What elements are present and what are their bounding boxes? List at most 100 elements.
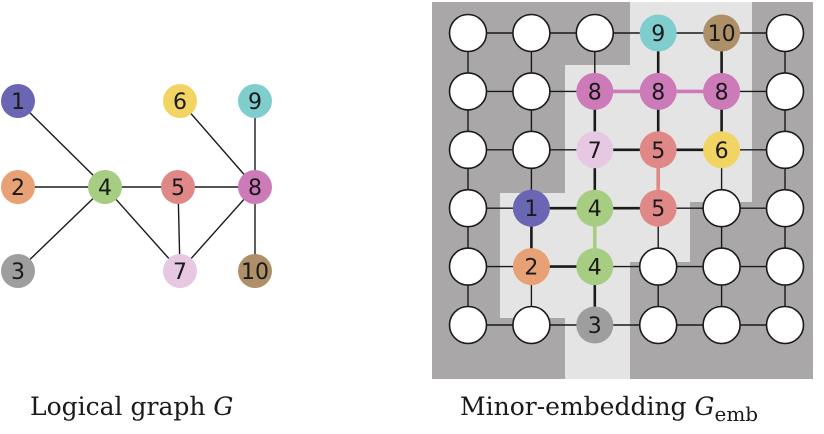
embedding-node-label: 2	[524, 256, 538, 281]
minor-embedding-graph: 9 10 8 8 8 7 5 6 1 4 5 2 4 3	[432, 2, 813, 379]
embedding-node-empty	[702, 247, 741, 286]
embedding-node-4: 4	[576, 189, 614, 227]
logical-edges	[17, 100, 256, 272]
embedding-node-circle	[765, 13, 805, 53]
embedding-node-circle	[448, 130, 488, 170]
embedding-node-circle	[448, 247, 488, 286]
logical-node-circle	[161, 170, 195, 204]
embedding-node-circle	[703, 14, 741, 52]
logical-node-circle	[238, 170, 272, 204]
embedding-node-label: 5	[651, 139, 665, 164]
embedding-node-empty	[512, 305, 551, 345]
logical-node-circle	[238, 254, 272, 288]
logical-node-circle	[163, 254, 197, 288]
embedding-node-2: 2	[512, 248, 550, 286]
embedding-node-6: 6	[703, 131, 741, 169]
embedding-node-8: 8	[703, 72, 741, 110]
logical-node-label: 4	[98, 176, 112, 201]
embedding-node-circle	[639, 14, 677, 52]
embedding-node-empty	[702, 305, 741, 345]
logical-edge-4-7	[104, 186, 181, 272]
logical-node-label: 8	[248, 176, 262, 201]
embedding-node-4: 4	[576, 248, 614, 286]
embedding-caption-text: Minor-embedding	[460, 392, 695, 421]
embedding-node-circle	[639, 189, 677, 227]
logical-node-label: 3	[11, 260, 25, 285]
logical-node-circle	[238, 84, 272, 118]
embedding-node-empty	[448, 130, 488, 170]
embedding-node-empty	[765, 188, 805, 228]
embedding-node-circle	[575, 13, 615, 53]
embedding-node-circle	[702, 188, 741, 228]
logical-node-2: 2	[1, 170, 35, 204]
embedding-node-9: 9	[639, 14, 677, 52]
embedding-node-label: 1	[524, 197, 538, 222]
logical-node-10: 10	[238, 254, 272, 288]
logical-node-circle	[1, 254, 35, 288]
embedding-node-circle	[702, 247, 741, 286]
embedding-node-empty	[512, 13, 551, 53]
embedding-node-1: 1	[512, 189, 550, 227]
embedding-node-empty	[448, 305, 488, 345]
embedding-node-empty	[448, 188, 488, 228]
embedding-caption: Minor-embedding Gemb	[460, 392, 758, 426]
embedding-node-empty	[448, 247, 488, 286]
logical-node-8: 8	[238, 170, 272, 204]
embedding-node-empty	[765, 247, 805, 286]
embedding-node-7: 7	[576, 131, 614, 169]
embedding-node-5: 5	[639, 131, 677, 169]
embedding-node-empty	[765, 130, 805, 170]
embedding-node-empty	[512, 72, 551, 111]
embedding-node-circle	[639, 131, 677, 169]
embedding-node-empty	[448, 13, 488, 53]
embedding-caption-symbol: G	[694, 392, 715, 421]
embedding-node-8: 8	[576, 72, 614, 110]
embedding-node-circle	[576, 306, 614, 344]
embedding-node-circle	[576, 248, 614, 286]
embedding-node-empty	[575, 13, 615, 53]
logical-node-label: 6	[173, 90, 187, 115]
logical-node-label: 2	[11, 176, 25, 201]
embedding-node-empty	[765, 72, 805, 111]
embedding-node-label: 10	[708, 22, 736, 47]
embedding-node-label: 6	[715, 139, 729, 164]
embedding-node-circle	[765, 188, 805, 228]
embedding-node-circle	[448, 72, 488, 111]
logical-node-6: 6	[163, 84, 197, 118]
embedding-node-circle	[512, 13, 551, 53]
embedding-node-label: 8	[651, 80, 665, 105]
logical-caption-symbol: G	[213, 392, 234, 421]
embedding-node-label: 5	[651, 197, 665, 222]
embedding-node-empty	[512, 130, 551, 170]
embedding-node-circle	[576, 131, 614, 169]
logical-node-9: 9	[238, 84, 272, 118]
embedding-node-circle	[512, 72, 551, 111]
embedding-node-circle	[638, 305, 678, 345]
embedding-node-label: 7	[588, 139, 602, 164]
logical-edge-3-4	[17, 186, 106, 272]
logical-node-circle	[163, 84, 197, 118]
light-region	[500, 2, 752, 379]
embedding-node-label: 8	[588, 80, 602, 105]
logical-node-label: 10	[241, 260, 269, 285]
embedding-node-circle	[512, 130, 551, 170]
logical-node-label: 7	[173, 260, 187, 285]
embedding-node-label: 3	[588, 314, 602, 339]
embedding-node-circle	[702, 305, 741, 345]
embedding-node-circle	[512, 189, 550, 227]
embedding-node-5: 5	[639, 189, 677, 227]
embedding-node-circle	[765, 305, 805, 345]
logical-node-1: 1	[1, 84, 35, 118]
embedding-node-8: 8	[639, 72, 677, 110]
embedding-node-empty	[638, 247, 678, 286]
embedding-node-label: 8	[715, 80, 729, 105]
embedding-node-circle	[703, 72, 741, 110]
embedding-node-circle	[639, 72, 677, 110]
embedding-node-circle	[448, 13, 488, 53]
logical-edge-6-8	[179, 100, 256, 188]
embedding-node-circle	[448, 188, 488, 228]
logical-node-label: 1	[11, 90, 25, 115]
embedding-node-circle	[576, 189, 614, 227]
